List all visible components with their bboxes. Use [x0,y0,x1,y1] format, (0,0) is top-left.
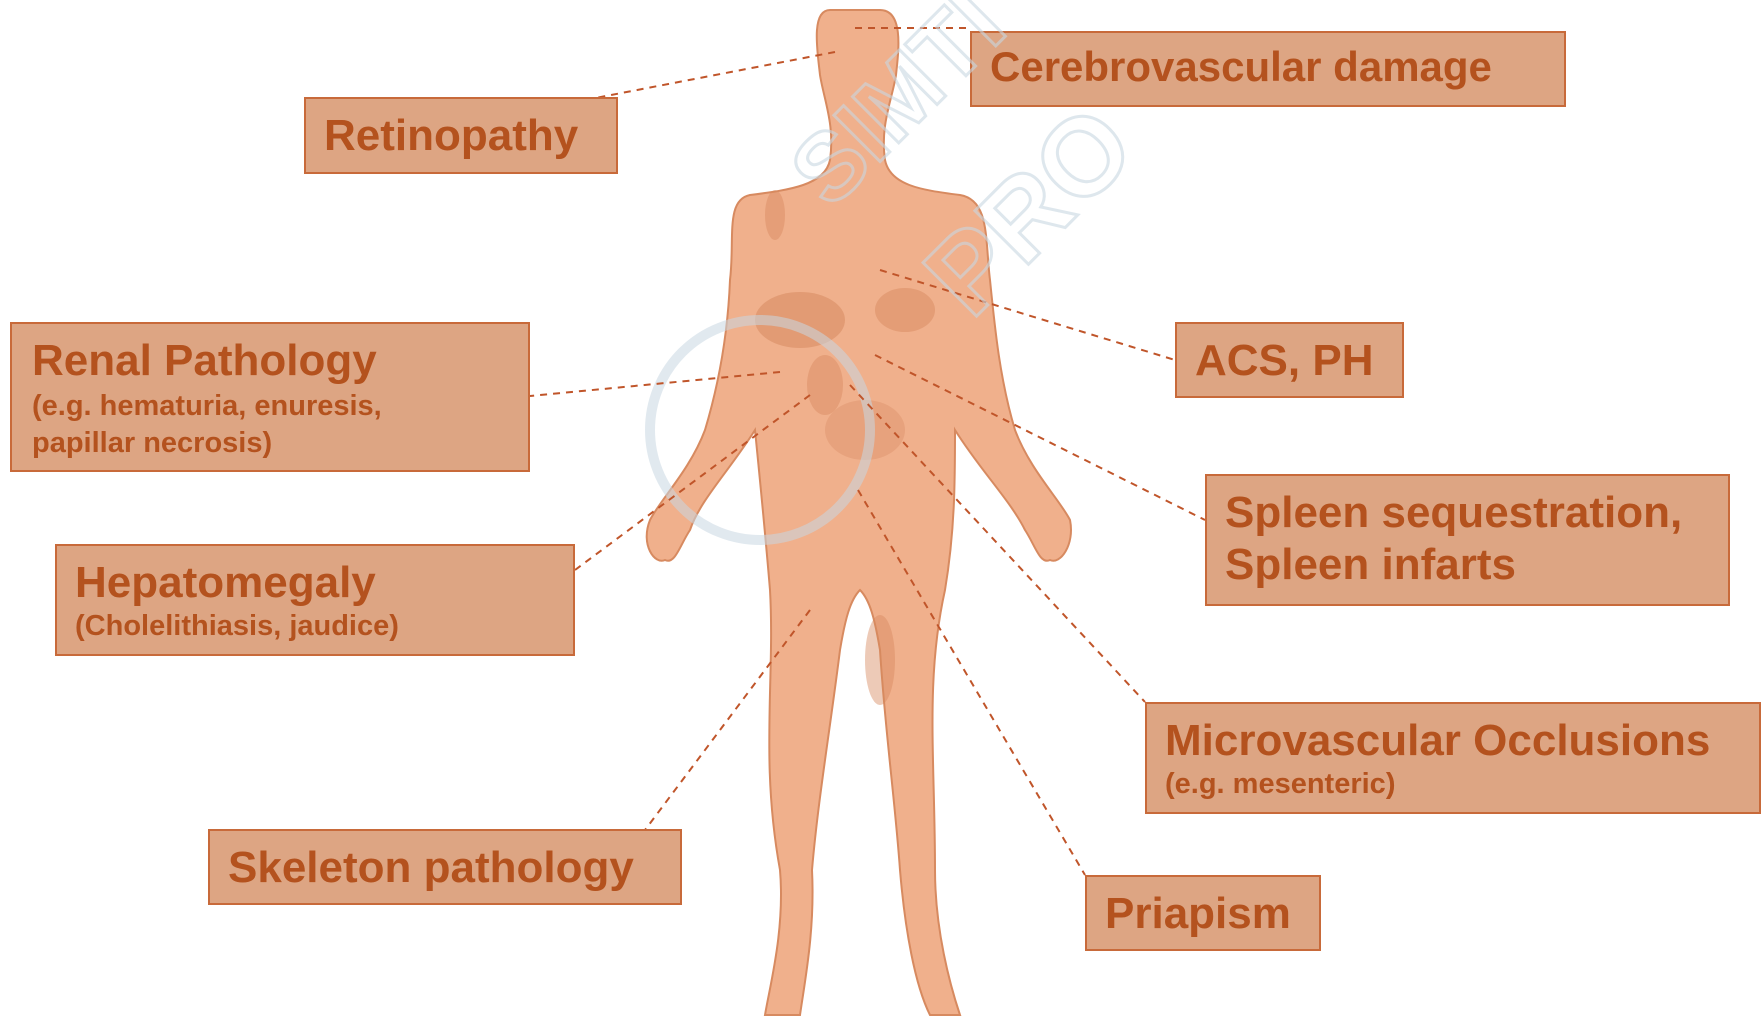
label-retinopathy: Retinopathy [304,97,618,174]
label-title: Cerebrovascular damage [990,43,1564,91]
label-microvascular-occlusions: Microvascular Occlusions (e.g. mesenteri… [1145,702,1761,814]
label-title: Renal Pathology [32,336,528,386]
label-acs-ph: ACS, PH [1175,322,1404,398]
shoulder-shade [765,190,785,240]
label-title: ACS, PH [1195,336,1402,386]
label-subtitle: (e.g. mesenteric) [1165,768,1759,801]
label-subtitle: papillar necrosis) [32,427,528,460]
label-title-line2: Spleen infarts [1225,540,1728,590]
label-subtitle: (Cholelithiasis, jaudice) [75,610,573,643]
organ-liver-shade [755,292,845,348]
label-priapism: Priapism [1085,875,1321,951]
label-title: Hepatomegaly [75,558,573,608]
organ-spleen-shade [875,288,935,332]
label-skeleton-pathology: Skeleton pathology [208,829,682,905]
label-title: Retinopathy [324,111,616,161]
label-title: Spleen sequestration, [1225,488,1728,538]
label-title: Skeleton pathology [228,843,680,893]
label-renal-pathology: Renal Pathology (e.g. hematuria, enuresi… [10,322,530,472]
label-title: Priapism [1105,889,1319,939]
label-spleen: Spleen sequestration, Spleen infarts [1205,474,1730,606]
label-title: Microvascular Occlusions [1165,716,1759,766]
label-hepatomegaly: Hepatomegaly (Cholelithiasis, jaudice) [55,544,575,656]
organ-intestine-shade [825,400,905,460]
label-subtitle: (e.g. hematuria, enuresis, [32,390,528,423]
thigh-shade [865,615,895,705]
organ-kidney-shade [807,355,843,415]
